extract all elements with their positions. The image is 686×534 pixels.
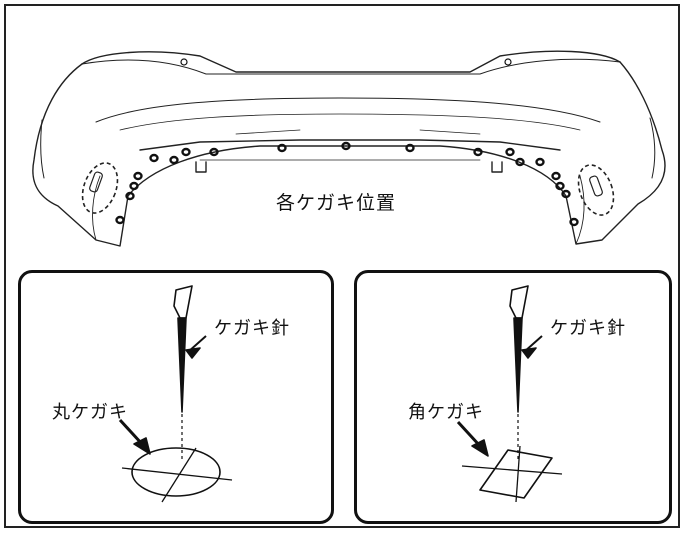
mounting-hole bbox=[180, 58, 188, 66]
marking-position-hole bbox=[535, 157, 545, 167]
scribe-needle-handle bbox=[509, 285, 529, 319]
main-caption: 各ケガキ位置 bbox=[276, 192, 397, 214]
marking-position-hole bbox=[125, 191, 135, 201]
dashed-highlight-right bbox=[577, 164, 615, 216]
mark-label-right: 角ケガキ bbox=[408, 402, 484, 423]
marking-position-hole bbox=[181, 147, 191, 157]
marking-position-hole bbox=[473, 147, 483, 157]
marking-position-hole bbox=[277, 143, 287, 153]
bumper-lower-lip bbox=[139, 139, 561, 151]
tool-label-left: ケガキ針 bbox=[214, 318, 290, 339]
tool-pointer-arrow bbox=[185, 347, 201, 359]
marking-position-hole bbox=[149, 153, 159, 163]
marking-position-hole bbox=[133, 171, 143, 181]
mark-pointer-arrow bbox=[133, 437, 151, 455]
marking-position-hole bbox=[561, 189, 571, 199]
figure-frame bbox=[4, 4, 680, 528]
dashed-highlight-left bbox=[81, 162, 119, 214]
marking-position-hole bbox=[569, 217, 579, 227]
marking-position-hole bbox=[129, 181, 139, 191]
tool-pointer-arrow bbox=[521, 347, 537, 359]
mark-label-left: 丸ケガキ bbox=[52, 402, 128, 423]
round-marking-panel bbox=[18, 270, 334, 524]
scribe-needle-shaft bbox=[513, 317, 523, 413]
marking-position-hole bbox=[551, 171, 561, 181]
marking-position-hole bbox=[169, 155, 179, 165]
bumper-top-edge bbox=[81, 50, 621, 73]
marking-position-hole bbox=[209, 147, 219, 157]
marking-position-hole bbox=[515, 157, 525, 167]
square-marking-rhombus bbox=[479, 449, 553, 499]
square-marking-panel bbox=[354, 270, 672, 524]
mark-pointer-arrow bbox=[471, 439, 489, 457]
marking-position-hole bbox=[341, 141, 351, 151]
marking-position-hole bbox=[555, 181, 565, 191]
marking-position-hole bbox=[115, 215, 125, 225]
tool-label-right: ケガキ針 bbox=[550, 318, 626, 339]
mounting-hole bbox=[504, 58, 512, 66]
scribe-needle-shaft bbox=[177, 317, 187, 413]
round-marking-ellipse bbox=[131, 447, 221, 497]
marking-position-hole bbox=[505, 147, 515, 157]
marking-position-hole bbox=[405, 143, 415, 153]
